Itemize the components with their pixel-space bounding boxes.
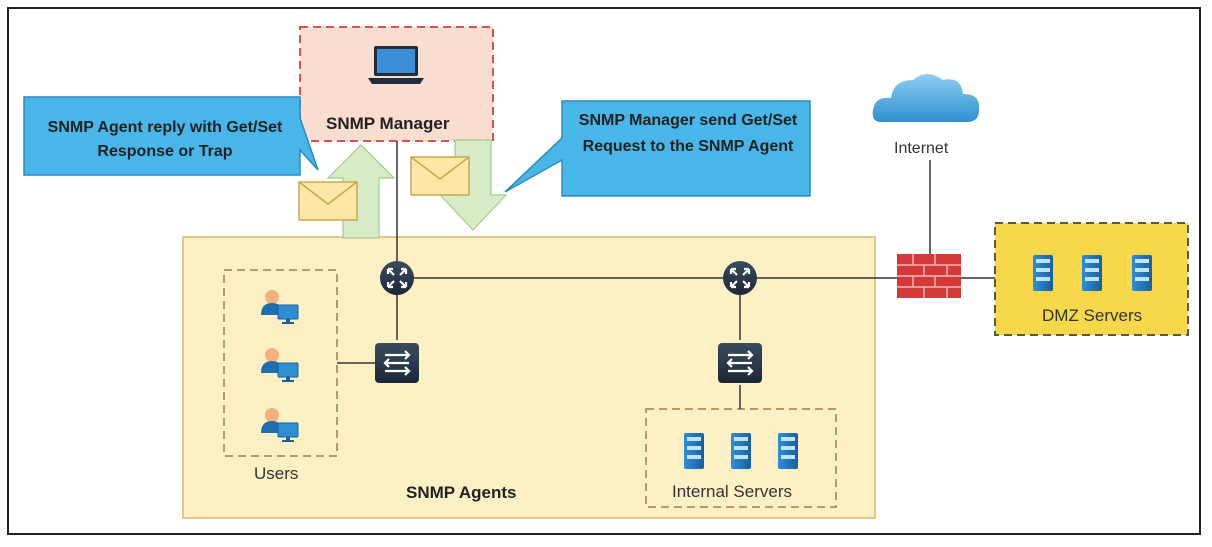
server-icon (778, 433, 798, 469)
server-icon (684, 433, 704, 469)
switch-icon (716, 341, 764, 385)
server-icon (1082, 255, 1102, 291)
internal-servers-group (645, 408, 837, 508)
server-icon (1132, 255, 1152, 291)
dmz-label: DMZ Servers (1042, 306, 1143, 325)
laptop-icon (368, 46, 424, 84)
firewall-icon (897, 254, 961, 298)
envelope-icon (410, 156, 470, 196)
server-icon (731, 433, 751, 469)
internet-label: Internet (894, 140, 949, 157)
agents-label: SNMP Agents (406, 483, 517, 502)
router-icon (378, 259, 416, 297)
router-icon (721, 259, 759, 297)
switch-icon (373, 341, 421, 385)
agent-reply-callout (23, 96, 319, 176)
manager-send-callout (504, 100, 811, 197)
agent-reply-callout-text: SNMP Agent reply with Get/Set Response o… (47, 119, 283, 160)
internal-servers-label: Internal Servers (672, 482, 792, 501)
users-group (223, 269, 338, 457)
cloud-icon (872, 74, 980, 122)
users-label: Users (254, 464, 299, 483)
manager-send-callout-text: SNMP Manager send Get/Set Request to the… (578, 112, 798, 155)
network-links (337, 141, 995, 409)
manager-label: SNMP Manager (326, 114, 450, 133)
server-icon (1033, 255, 1053, 291)
envelope-icon (298, 181, 358, 221)
